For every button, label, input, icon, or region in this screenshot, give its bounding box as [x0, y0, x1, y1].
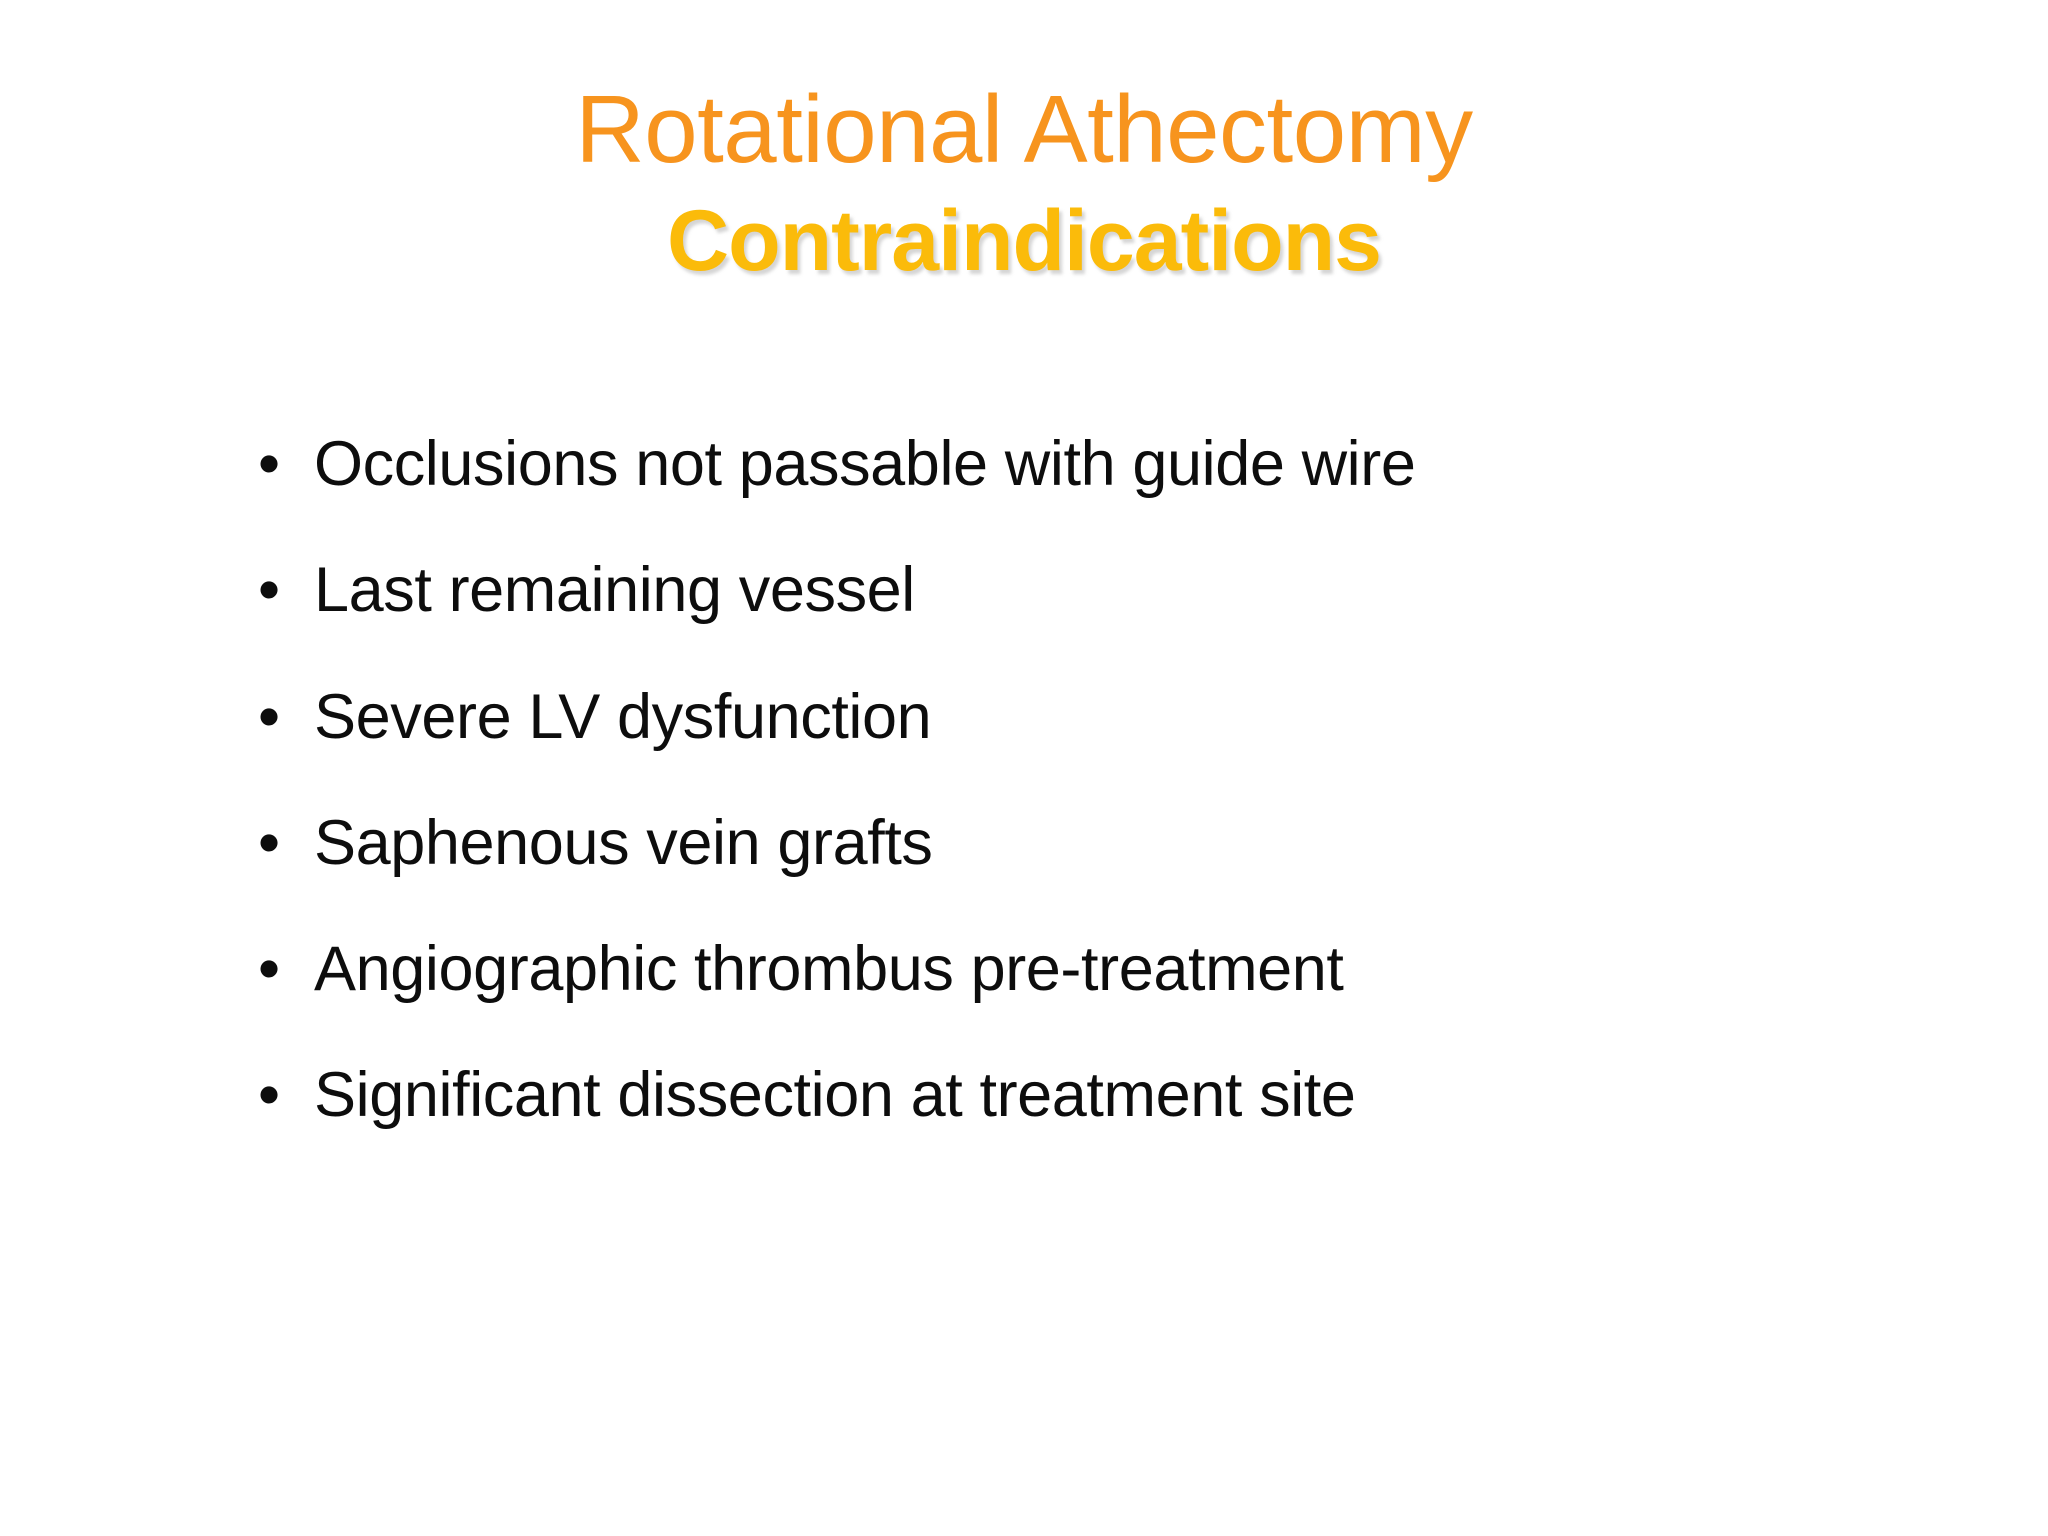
bullet-dot-icon: • — [258, 934, 280, 1004]
list-item: • Last remaining vessel — [258, 555, 1878, 626]
bullet-dot-icon: • — [258, 681, 280, 752]
list-item-label: Last remaining vessel — [314, 555, 915, 626]
bullet-dot-icon: • — [258, 1060, 280, 1131]
contraindications-list: • Occlusions not passable with guide wir… — [258, 432, 1878, 1128]
page-title: Rotational Athectomy — [575, 76, 1473, 183]
list-item-label: Significant dissection at treatment site — [314, 1060, 1356, 1131]
list-item: • Severe LV dysfunction — [258, 681, 1878, 752]
list-item: • Angiographic thrombus pre-treatment — [258, 934, 1878, 1004]
page-subtitle: Contraindications — [666, 192, 1382, 289]
list-item: • Occlusions not passable with guide wir… — [258, 429, 1878, 499]
list-item-label: Occlusions not passable with guide wire — [314, 429, 1416, 499]
bullet-dot-icon: • — [258, 555, 280, 626]
list-item: • Significant dissection at treatment si… — [258, 1060, 1878, 1131]
bullet-dot-icon: • — [258, 807, 280, 878]
slide-title-block: Rotational Athectomy Contraindications — [0, 78, 2048, 287]
list-item-label: Saphenous vein grafts — [314, 807, 933, 878]
list-item: • Saphenous vein grafts — [258, 807, 1878, 878]
bullet-dot-icon: • — [258, 429, 280, 499]
list-item-label: Angiographic thrombus pre-treatment — [314, 934, 1344, 1004]
list-item-label: Severe LV dysfunction — [314, 681, 932, 752]
